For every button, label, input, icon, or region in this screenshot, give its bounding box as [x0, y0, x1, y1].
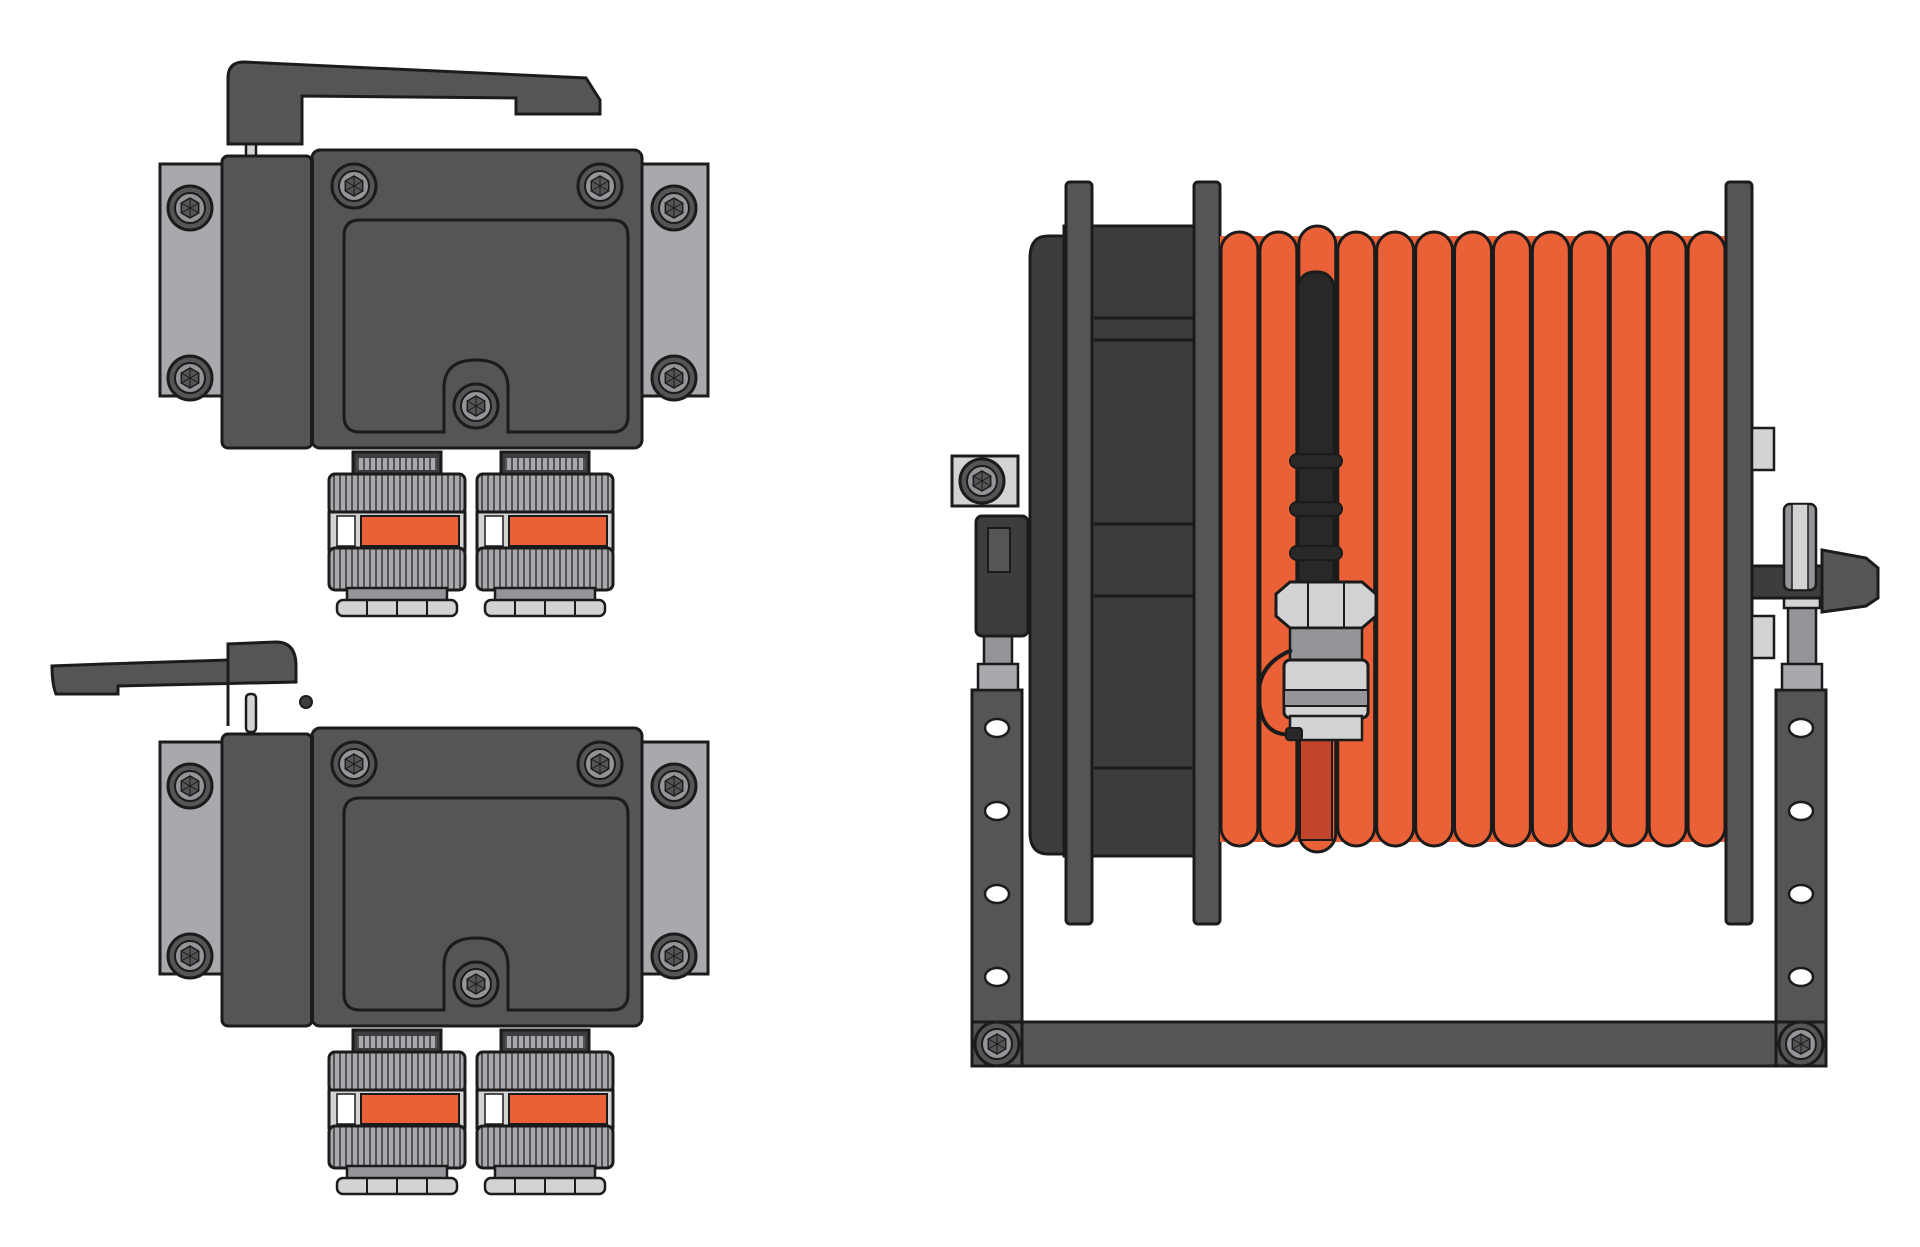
hose-coil-wrap: [1608, 230, 1649, 848]
lever-handle-closed: [50, 640, 313, 734]
hose-coils: [1219, 224, 1727, 854]
reel-frame: [970, 578, 1828, 1068]
hose-coil-wrap: [1219, 230, 1260, 848]
hose-end-coupler: [1256, 270, 1378, 841]
reel-flange-right: [1724, 180, 1880, 926]
hose-coil-wrap: [1336, 230, 1377, 848]
hose-coil-wrap: [1258, 230, 1299, 848]
hose-coil-wrap: [1375, 230, 1416, 848]
hose-coil-wrap: [1491, 230, 1532, 848]
hose-reel: [950, 180, 1880, 1068]
hose-coil-wrap: [1686, 230, 1727, 848]
hose-coil-wrap: [1647, 230, 1688, 848]
hose-coil-wrap: [1530, 230, 1571, 848]
hose-coil-wrap: [1414, 230, 1455, 848]
hose-coil-wrap: [1569, 230, 1610, 848]
lever-handle-open: [226, 60, 602, 160]
reel-hub-left: [950, 180, 1222, 926]
splitter-box-lower: [50, 640, 708, 1194]
splitter-housing-upper: [160, 150, 708, 616]
splitter-box-upper: [160, 60, 708, 616]
splitter-housing-lower: [160, 728, 708, 1194]
hose-coil-wrap: [1453, 230, 1493, 848]
